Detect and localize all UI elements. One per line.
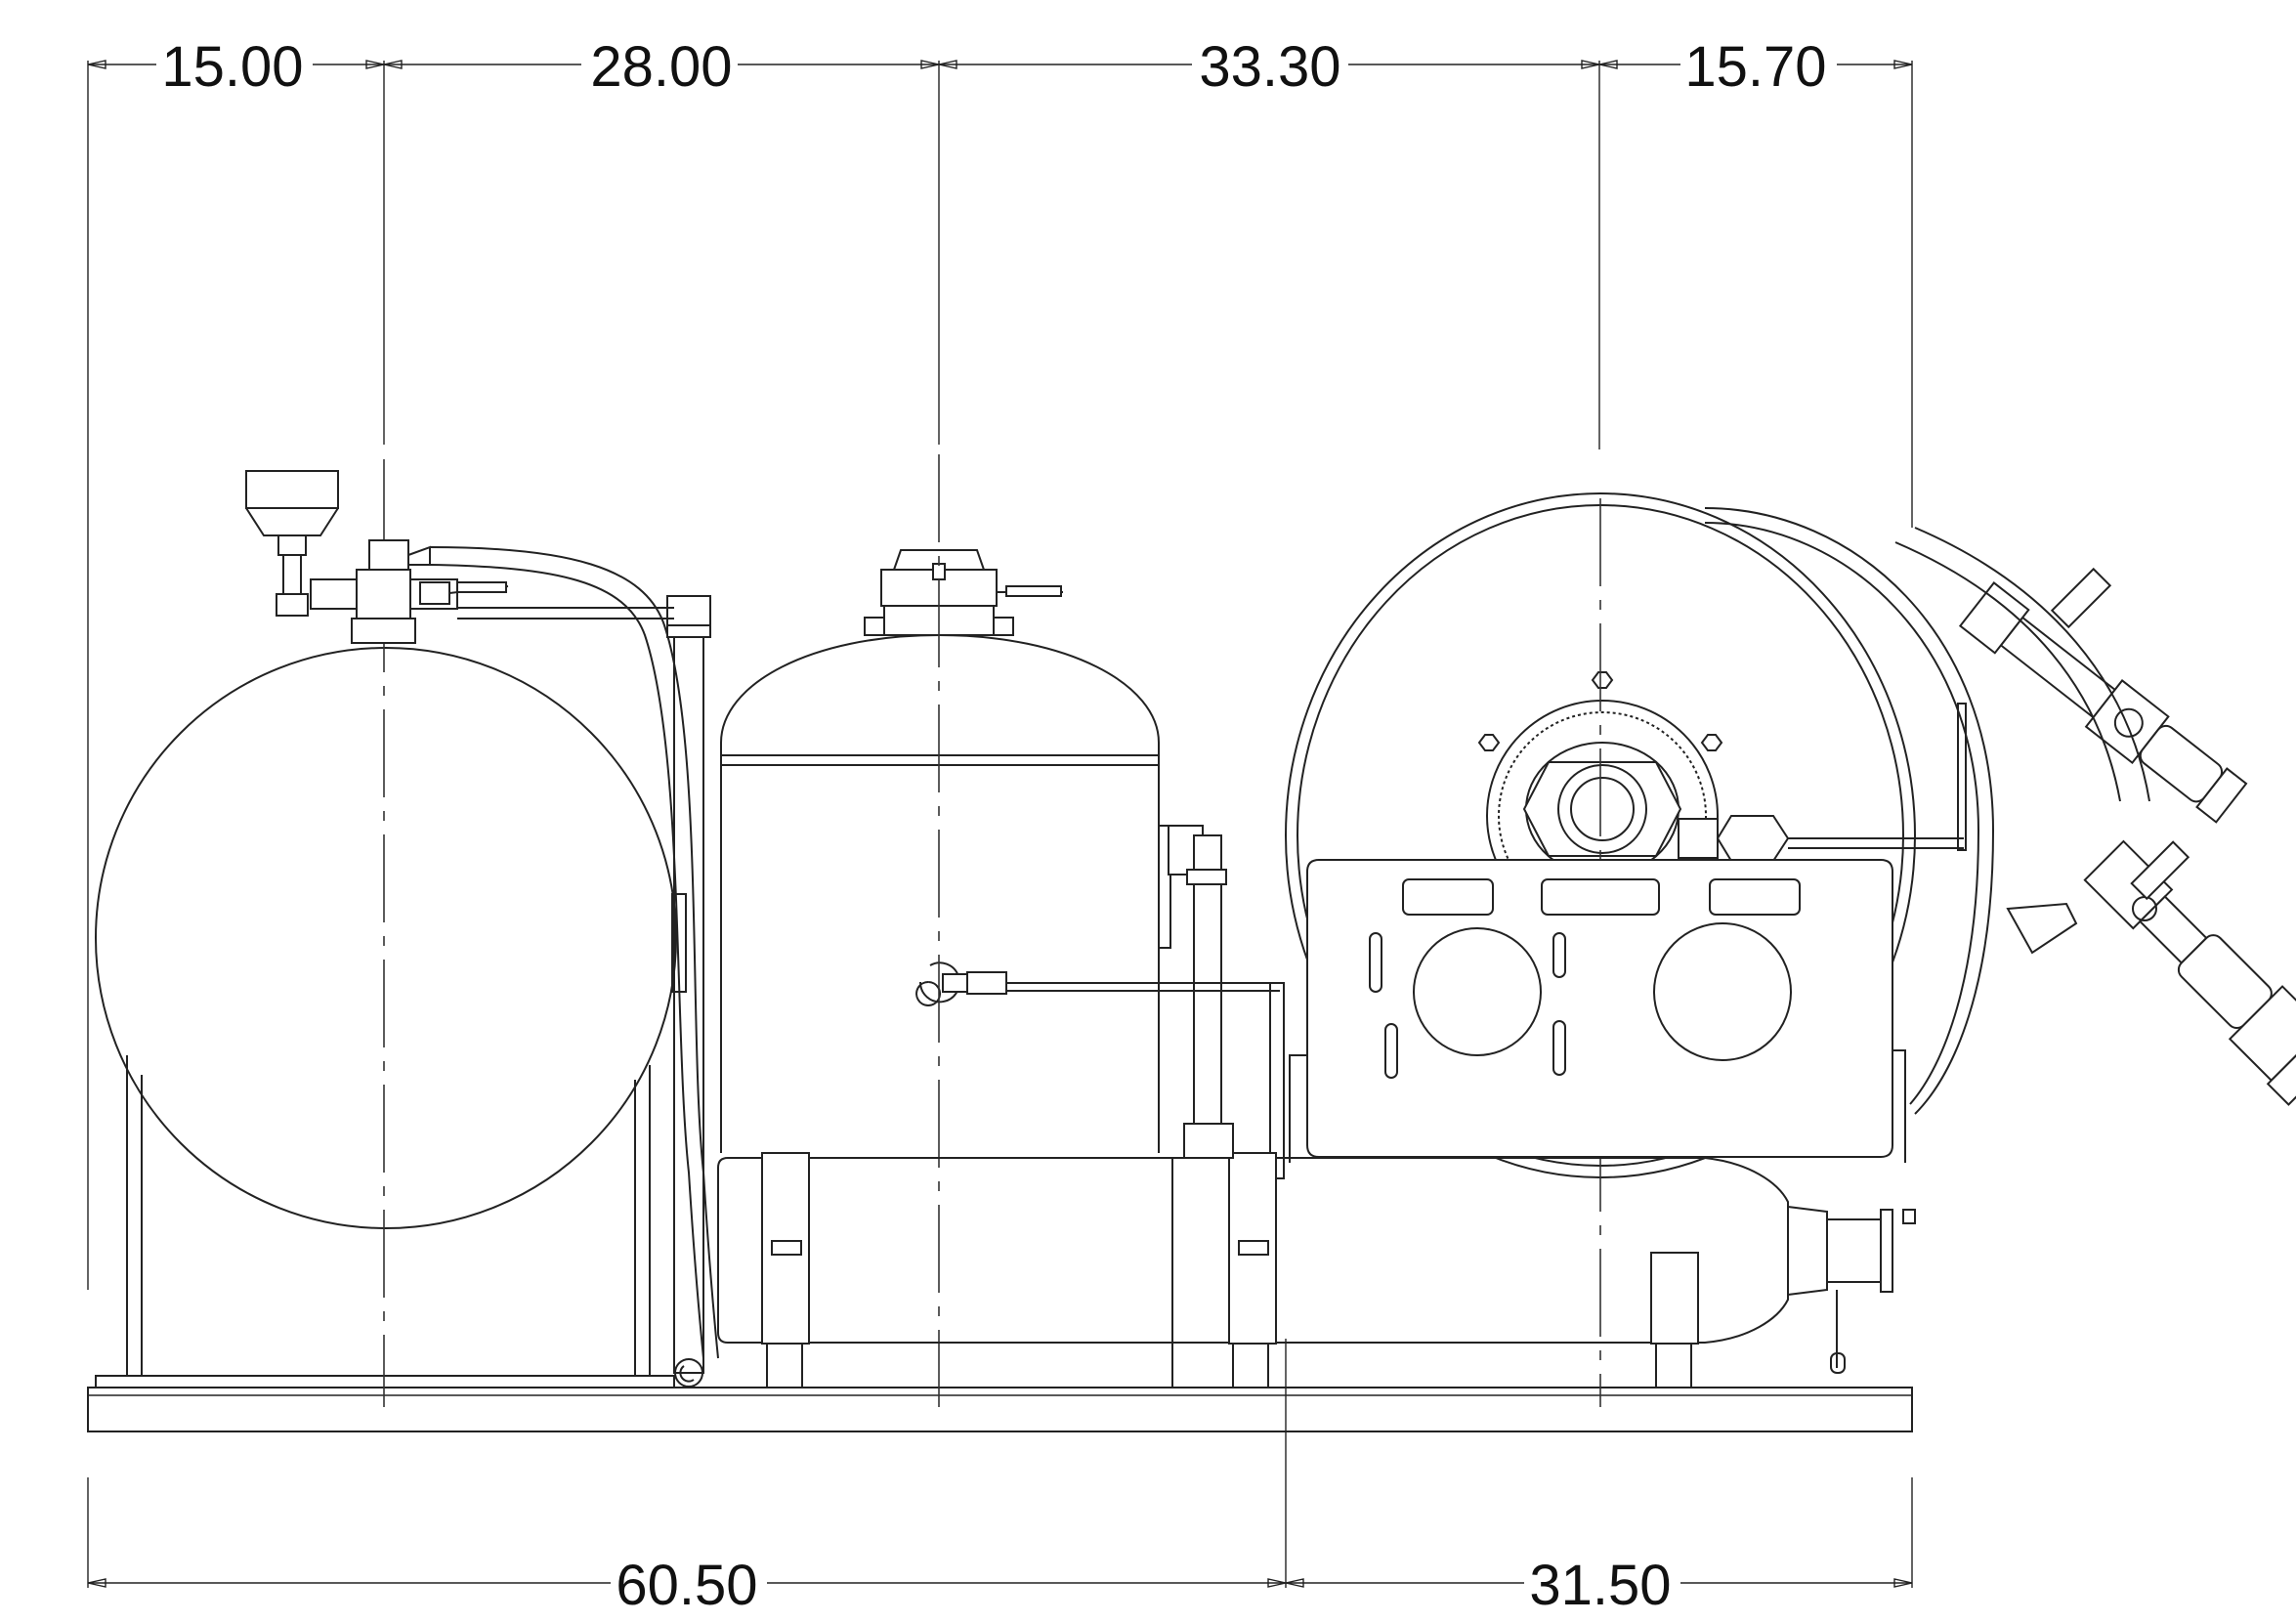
dimension-label-bottom-1: 60.50: [616, 1554, 757, 1617]
fill-valve-assembly: [245, 470, 509, 644]
dimension-label-top-4: 15.70: [1684, 35, 1826, 99]
horizontal-cylinder: [717, 1123, 1916, 1388]
dimension-label-top-3: 33.30: [1199, 35, 1340, 99]
base-skid: [87, 1375, 1913, 1432]
lower-nozzle: [2006, 839, 2296, 1106]
top-dimension-lines: [87, 60, 1913, 1290]
upper-nozzle: [1958, 567, 2248, 824]
dimension-label-top-1: 15.00: [161, 35, 303, 99]
riser-pipe: [457, 595, 711, 1388]
reel-frame-plate: [1289, 859, 1906, 1163]
reel-to-nozzle-hose: [1894, 527, 2150, 802]
vertical-tank: [720, 454, 1285, 1407]
dimension-label-bottom-2: 31.50: [1529, 1554, 1671, 1617]
dimension-label-top-2: 28.00: [590, 35, 732, 99]
